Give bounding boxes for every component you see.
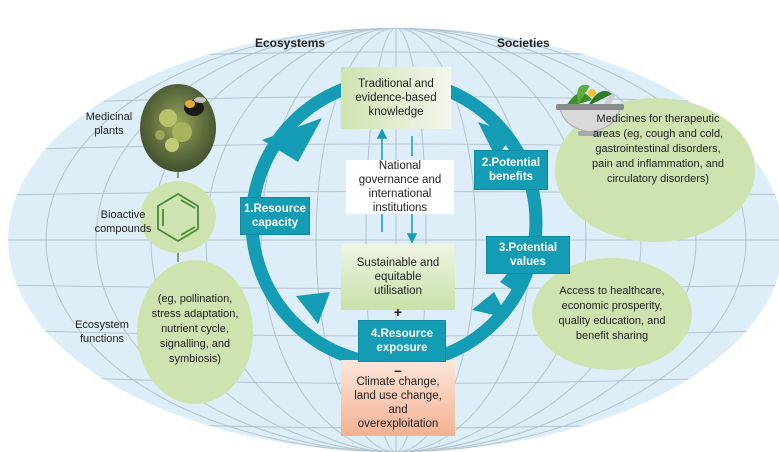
- medicines-text: Medicines for therapeutic areas (eg, cou…: [591, 113, 725, 185]
- bioactive-bubble: [140, 181, 216, 253]
- minus-sign: –: [394, 362, 402, 378]
- ecosystem-functions-detail: (eg, pollination, stress adaptation, nut…: [151, 293, 239, 365]
- knowledge-box-bg: [341, 67, 451, 129]
- step-potential-benefits: 2.Potential benefits: [474, 150, 548, 190]
- mortar-pestle-icon: [556, 84, 624, 136]
- access-text: Access to healthcare, economic prosperit…: [558, 285, 666, 342]
- governance-box: National governance and international in…: [358, 160, 442, 214]
- medicines-bubble: [555, 98, 755, 242]
- step-resource-exposure: 4.Resource exposure: [358, 320, 446, 362]
- benzene-ring-icon: [157, 192, 199, 243]
- utilisation-box-bg: [341, 244, 455, 310]
- header-societies: Societies: [497, 36, 550, 50]
- threats-box-bg: [341, 360, 455, 436]
- governance-box-bg: [346, 160, 454, 214]
- access-bubble: [532, 258, 692, 370]
- label-bioactive-compounds: Bioactive compounds: [94, 209, 152, 235]
- knowledge-box: Traditional and evidence-based knowledge: [355, 78, 437, 118]
- label-medicinal-plants: Medicinal plants: [85, 111, 133, 137]
- utilisation-box: Sustainable and equitable utilisation: [356, 257, 440, 297]
- step-resource-capacity: 1.Resource capacity: [240, 197, 310, 235]
- step-potential-values: 3.Potential values: [486, 236, 570, 274]
- header-ecosystems: Ecosystems: [255, 36, 326, 50]
- threats-box: Climate change, land use change, and ove…: [354, 376, 442, 430]
- label-ecosystem-functions: Ecosystem functions: [75, 319, 129, 345]
- bee-flower-photo: [140, 84, 216, 172]
- plus-sign: +: [393, 304, 403, 320]
- ecosystem-functions-bubble: [137, 260, 253, 404]
